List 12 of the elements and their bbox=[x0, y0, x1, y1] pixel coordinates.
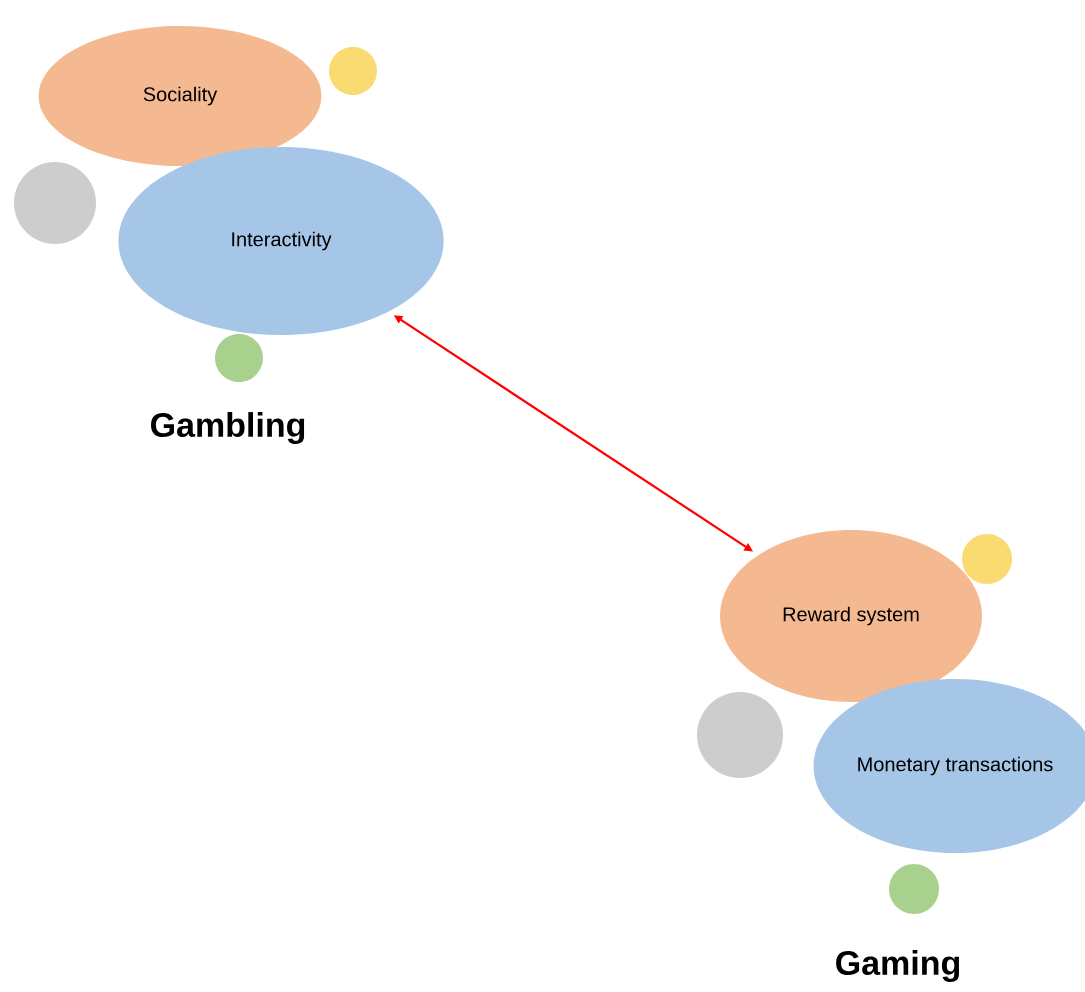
circle-bubble bbox=[697, 692, 783, 778]
circle-bubble bbox=[14, 162, 96, 244]
circle-bubble bbox=[962, 534, 1012, 584]
ellipse-bubble: Sociality bbox=[38, 26, 322, 166]
circle-bubble bbox=[889, 864, 939, 914]
group-title: Gambling bbox=[151, 412, 305, 444]
circle-bubble bbox=[215, 334, 263, 382]
group-title: Gaming bbox=[836, 950, 959, 982]
ellipse-bubble: Reward system bbox=[720, 530, 982, 702]
circle-bubble bbox=[329, 47, 377, 95]
ellipse-bubble: Monetary transactions bbox=[813, 679, 1085, 853]
ellipse-bubble: Interactivity bbox=[118, 147, 444, 335]
